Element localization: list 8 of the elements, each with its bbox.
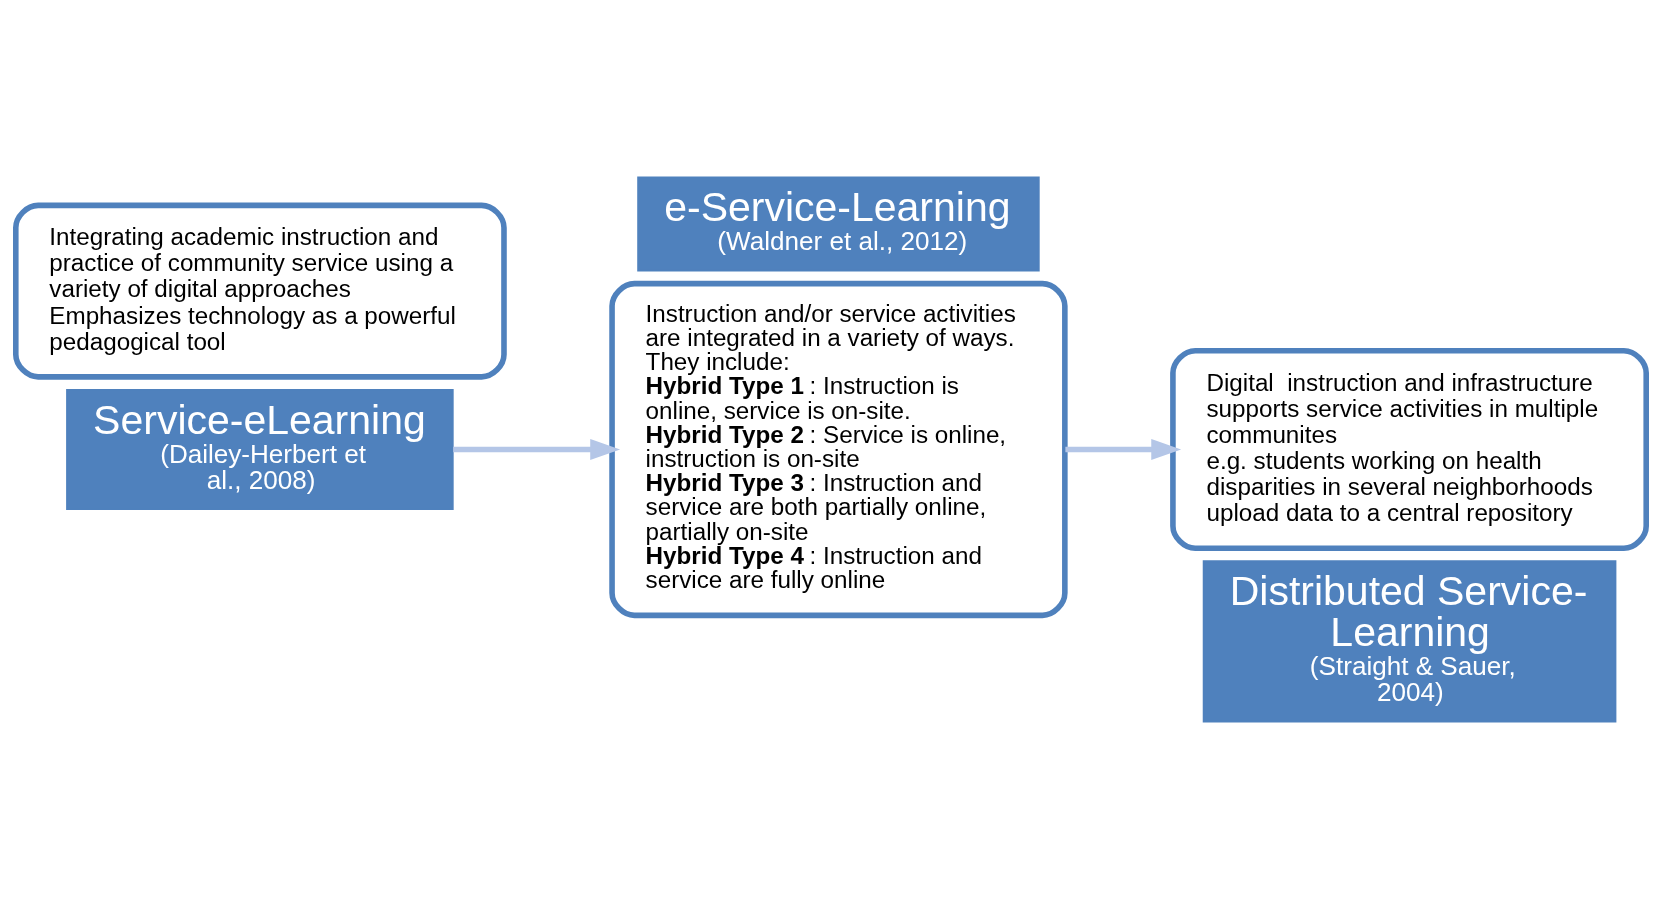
node-box: Digital instruction and infrastructure supports service activities in multiple communites e.g. students working on health disparities in several neighborhoods upload data to a central repository <box>1170 347 1649 551</box>
node-box: e-Service-Learning (Waldner et al., 2012) <box>637 176 1040 272</box>
arrow <box>1065 438 1182 460</box>
arrow <box>453 438 621 460</box>
node-box: Service-eLearning (Dailey-Herbert et al., 2008) <box>66 388 454 510</box>
node-box: Instruction and/or service activities are integrated in a variety of ways. They include: Hybrid Type 1: Instruction is online, service is on-site. Hybrid Type 2: Service is online, instruction is on-site Hybrid Type 3: Instruction and service are both partially online, partially on-site Hybrid Type 4: Instruction and service are fully online <box>609 280 1068 618</box>
node-box: Distributed Service-Learning (Straight & Sauer, 2004) <box>1202 559 1617 722</box>
node-box: Integrating academic instruction and practice of community service using a variety of digital approaches Emphasizes technology as a powerful pedagogical tool <box>13 202 507 380</box>
